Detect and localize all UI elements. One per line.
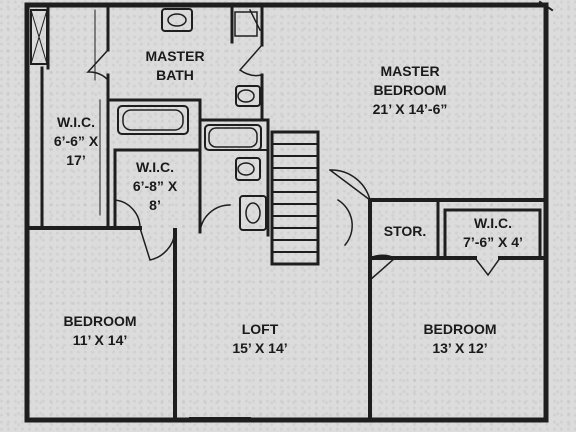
room-label-wic-right: W.I.C. 7’-6” X 4’ xyxy=(446,214,540,252)
room-label-bedroom-right: BEDROOM 13’ X 12’ xyxy=(400,320,520,358)
room-label-loft: LOFT 15’ X 14’ xyxy=(205,320,315,358)
wic-right-size: 7’-6” X 4’ xyxy=(463,234,523,250)
wic-right-name: W.I.C. xyxy=(473,215,513,231)
wic-left-name: W.I.C. xyxy=(56,114,96,130)
room-label-wic-mid: W.I.C. 6’-8” X 8’ xyxy=(115,158,195,215)
master-bedroom-size: 21’ X 14’-6” xyxy=(372,101,448,117)
staircase xyxy=(270,130,320,266)
wic-mid-size-1: 6’-8” X xyxy=(132,178,178,194)
master-bedroom-name-1: MASTER xyxy=(380,63,440,79)
room-label-bedroom-left: BEDROOM 11’ X 14’ xyxy=(40,312,160,350)
door-swing xyxy=(86,48,110,82)
loft-size: 15’ X 14’ xyxy=(232,340,288,356)
wic-mid-name: W.I.C. xyxy=(135,159,175,175)
room-label-master-bath: MASTER BATH xyxy=(125,47,225,85)
bedroom-right-name: BEDROOM xyxy=(423,321,497,337)
door-swing xyxy=(248,8,262,32)
door-swing xyxy=(114,199,141,229)
master-bath-name-2: BATH xyxy=(156,67,194,83)
bedroom-left-name: BEDROOM xyxy=(63,313,137,329)
tub xyxy=(204,124,262,151)
wic-left-size-2: 17’ xyxy=(66,152,86,168)
door-swing xyxy=(473,256,502,277)
loft-name: LOFT xyxy=(241,321,279,337)
bedroom-left-size: 11’ X 14’ xyxy=(72,332,128,348)
door-swing xyxy=(368,254,397,282)
door-swing xyxy=(139,227,176,261)
door-swing xyxy=(336,198,353,247)
linen-closet xyxy=(30,9,48,65)
toilet xyxy=(235,157,261,181)
master-bedroom-name-2: BEDROOM xyxy=(373,82,447,98)
sink xyxy=(161,8,193,32)
room-label-master-bedroom: MASTER BEDROOM 21’ X 14’-6” xyxy=(340,62,480,119)
master-bath-name-1: MASTER xyxy=(145,48,205,64)
toilet xyxy=(235,85,261,107)
wic-mid-size-2: 8’ xyxy=(149,197,161,213)
room-label-stor: STOR. xyxy=(374,222,436,241)
exterior-wall xyxy=(24,2,549,423)
sink xyxy=(239,195,267,231)
door-swing xyxy=(238,43,264,77)
room-label-wic-left: W.I.C. 6’-6” X 17’ xyxy=(36,113,116,170)
door-swing xyxy=(199,204,231,233)
tub xyxy=(117,105,189,135)
bedroom-right-size: 13’ X 12’ xyxy=(432,340,488,356)
wic-left-size-1: 6’-6” X xyxy=(53,133,99,149)
door-swing xyxy=(328,168,372,202)
stor-name: STOR. xyxy=(383,223,427,239)
